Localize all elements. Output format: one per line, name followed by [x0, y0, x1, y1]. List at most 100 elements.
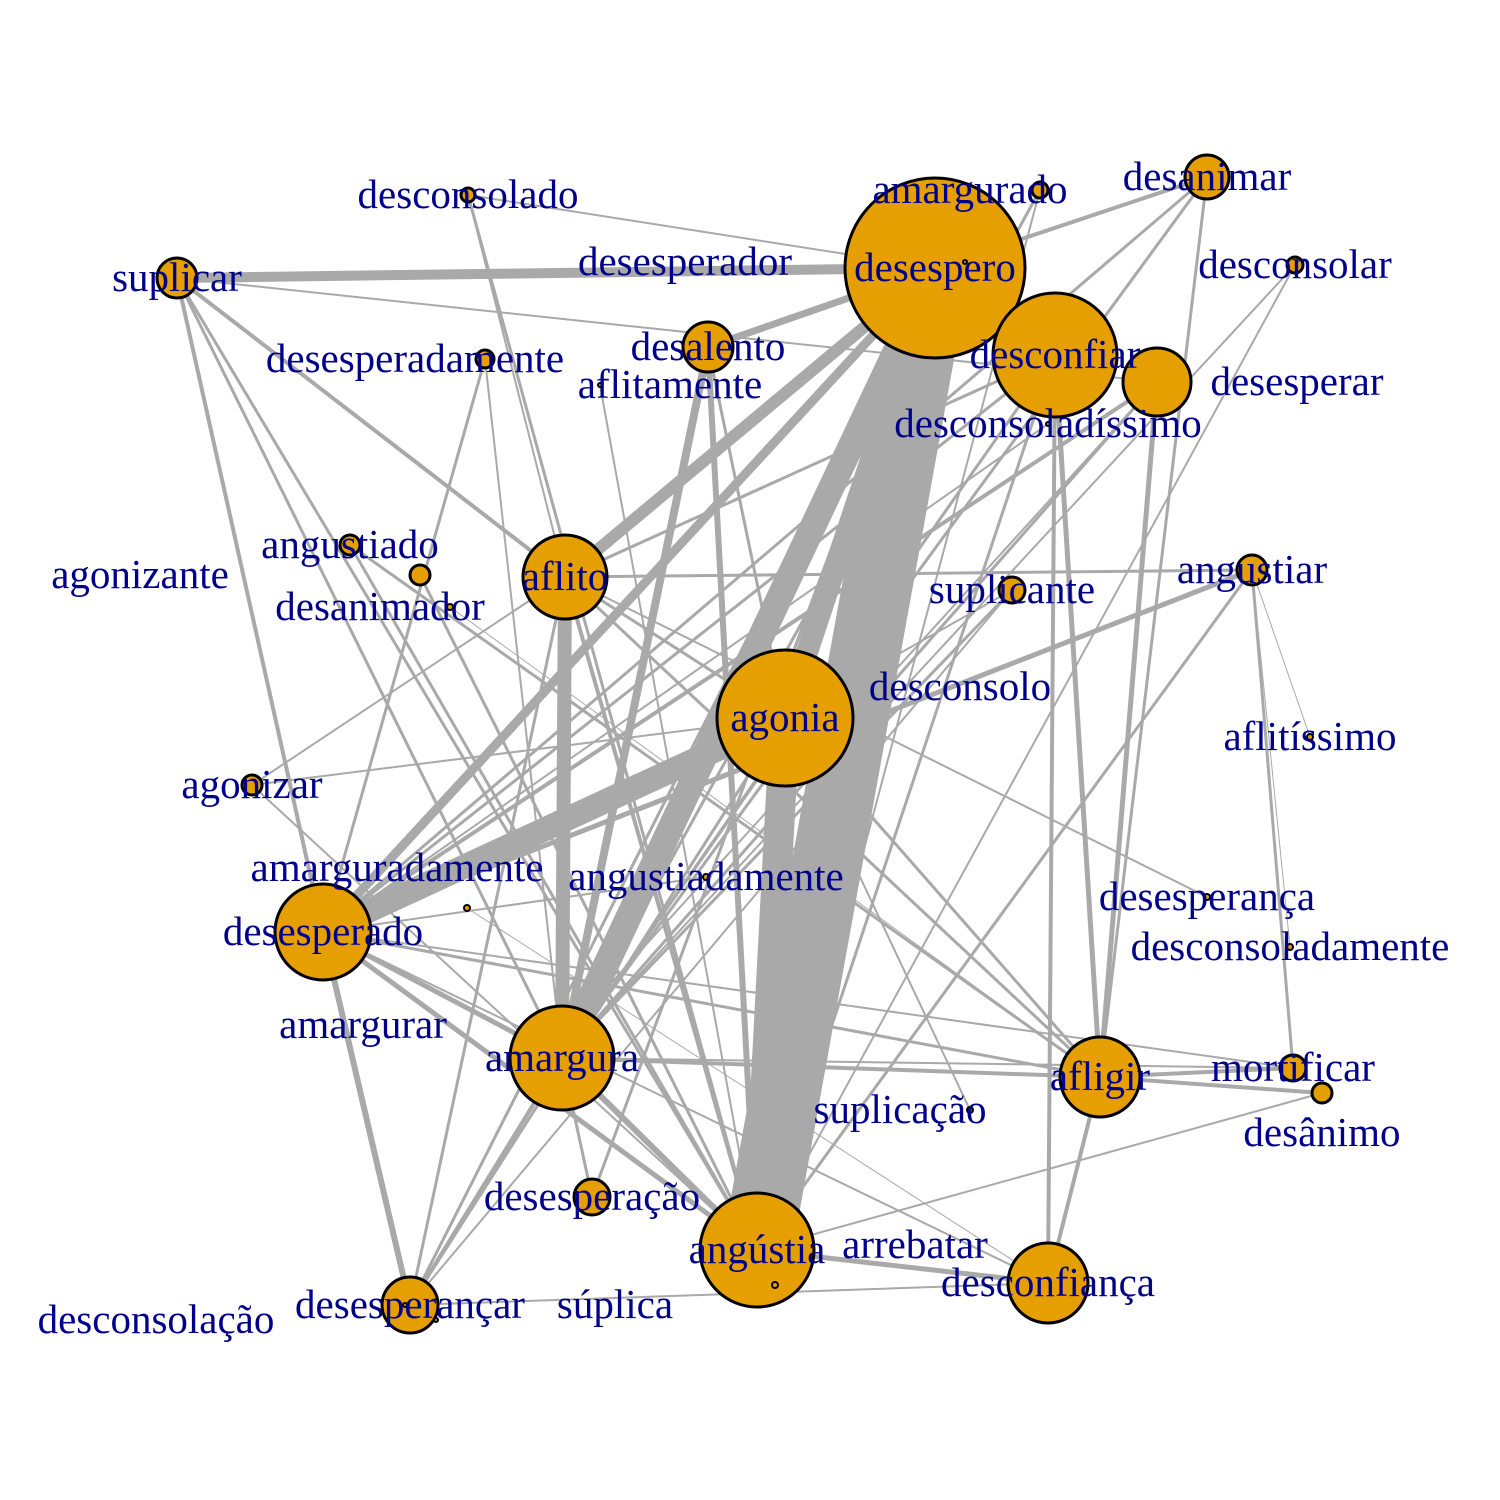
node-label: aflitamente: [578, 361, 762, 407]
node-label: súplica: [557, 1281, 673, 1327]
edge-agonia-angústia: [742, 717, 800, 1251]
node-label: desesperação: [484, 1173, 700, 1219]
node-label: agonizar: [181, 761, 322, 807]
node-desanimador: [446, 603, 454, 611]
edge-desesperança-aflito: [564, 576, 1208, 898]
edge-desanimador-afligir: [449, 606, 1101, 1078]
node-label: desesperançar: [295, 1281, 525, 1327]
edge-desânimo-angústia: [756, 1092, 1323, 1251]
labels-layer: desesperoagoniadesconfiarangústiaamargur…: [38, 153, 1450, 1342]
edge-desesperançar-aflito: [408, 576, 567, 1306]
node-desesperadamente: [474, 348, 496, 370]
edge-desesperadamente-desesperado: [321, 358, 487, 933]
node-label: desânimo: [1243, 1109, 1400, 1155]
edge-suplicação-agonia: [784, 717, 971, 1111]
node-label: desconsolação: [38, 1296, 275, 1342]
node-label: desconsolado: [358, 171, 579, 217]
node-amargura: [508, 1004, 616, 1112]
node-desesperar: [1121, 346, 1193, 418]
edge-desesperado-desesperançar: [320, 931, 413, 1306]
edge-angustiar-mortificar: [1250, 569, 1295, 1069]
node-desconsolar: [1285, 255, 1305, 275]
node-label: desconsoladamente: [1131, 923, 1450, 969]
node-label: desconsoladíssimo: [894, 400, 1201, 446]
edge-angustiar-angústia: [755, 569, 1254, 1251]
edge-mortificar-desesperado: [322, 931, 1294, 1069]
edge-desesperadamente-amargura: [484, 358, 563, 1059]
node-label: mortificar: [1211, 1044, 1375, 1090]
node-label: desalento: [631, 323, 786, 369]
node-label: suplicar: [112, 254, 242, 300]
edge-suplicar-angústia: [175, 277, 759, 1251]
edge-aflitíssimo-angustiar: [1251, 569, 1311, 738]
node-agonizante: [408, 563, 432, 587]
node-desalento: [681, 320, 735, 374]
node-label: amargurado: [872, 166, 1067, 212]
node-suplicação: [966, 1106, 974, 1114]
edge-desconsoladamente-angustiar: [1251, 569, 1291, 948]
node-agonia: [715, 648, 855, 788]
node-label: desesperadamente: [266, 335, 564, 381]
edge-suplicante-amargura: [560, 588, 1014, 1060]
node-desconsolado: [459, 186, 477, 204]
node-suplicar: [155, 256, 199, 300]
edge-agonizar-angústia: [251, 784, 758, 1251]
edge-desanimar-afligir: [1098, 176, 1209, 1078]
edge-angustiado-afligir: [349, 543, 1101, 1079]
edge-desconfiar-angústia: [755, 354, 1057, 1251]
edge-desesperar-afligir: [1097, 381, 1160, 1078]
node-label: aflito: [522, 553, 609, 599]
edge-agonia-desesperado: [317, 707, 791, 943]
node-label: desesperança: [1099, 873, 1315, 919]
node-desconfiança: [1006, 1241, 1090, 1325]
node-desesperança: [1203, 893, 1211, 901]
edge-agonizar-agonia: [251, 717, 786, 786]
node-label: desanimar: [1123, 153, 1292, 199]
node-label: suplicação: [813, 1086, 986, 1132]
edge-desespero-suplicar: [176, 263, 936, 283]
node-desesperador: [962, 259, 968, 265]
edge-afligir-aflito: [563, 575, 1102, 1079]
edge-angustiadamente-desesperado: [322, 876, 707, 933]
edge-desconsolado-angústia: [466, 194, 759, 1251]
edge-desespero-desesperado: [319, 264, 939, 936]
node-label: amargura: [485, 1034, 639, 1080]
edge-desconsoladíssimo-desesperado: [322, 423, 1049, 933]
edge-desesperar-amargura: [560, 381, 1159, 1059]
edge-afligir-amargura: [561, 1056, 1101, 1079]
node-angustiar: [1235, 553, 1269, 587]
node-label: desconsolar: [1198, 241, 1392, 287]
node-label: desespero: [854, 244, 1016, 290]
edge-desesperar-desesperado: [321, 380, 1159, 934]
node-desconsolação: [433, 1317, 439, 1323]
node-label: desconsolo: [869, 663, 1051, 709]
node-angústia: [698, 1191, 816, 1309]
node-label: angustiado: [261, 521, 439, 567]
node-agonizar: [240, 773, 264, 797]
edge-amargurar-desesperar: [572, 381, 1158, 1026]
node-label: angústia: [689, 1226, 826, 1272]
node-label: desconfiança: [941, 1259, 1155, 1305]
node-angustiadamente: [702, 873, 710, 881]
node-desesperançar: [380, 1275, 440, 1335]
node-amargurado: [1030, 180, 1050, 200]
node-desesperação: [572, 1177, 612, 1217]
edge-desconsolado-aflito: [467, 194, 566, 578]
node-label: agonia: [730, 694, 839, 740]
node-desconfiar: [991, 291, 1119, 419]
node-desanimar: [1183, 153, 1231, 201]
node-label: afligir: [1050, 1053, 1151, 1099]
node-afligir: [1058, 1035, 1142, 1119]
node-label: desesperado: [223, 908, 423, 954]
edge-desconfiar-desesperado: [322, 353, 1056, 934]
node-arrebatar: [771, 1281, 779, 1289]
edge-aflito-amargura: [555, 576, 572, 1059]
node-desconsoladíssimo: [1045, 421, 1051, 427]
edge-arrebatar-desespero: [774, 267, 936, 1286]
node-label: angustiar: [1177, 546, 1328, 592]
node-label: amarguradamente: [251, 844, 544, 890]
edge-agonizante-angústia: [418, 574, 759, 1251]
node-aflitamente: [597, 382, 603, 388]
